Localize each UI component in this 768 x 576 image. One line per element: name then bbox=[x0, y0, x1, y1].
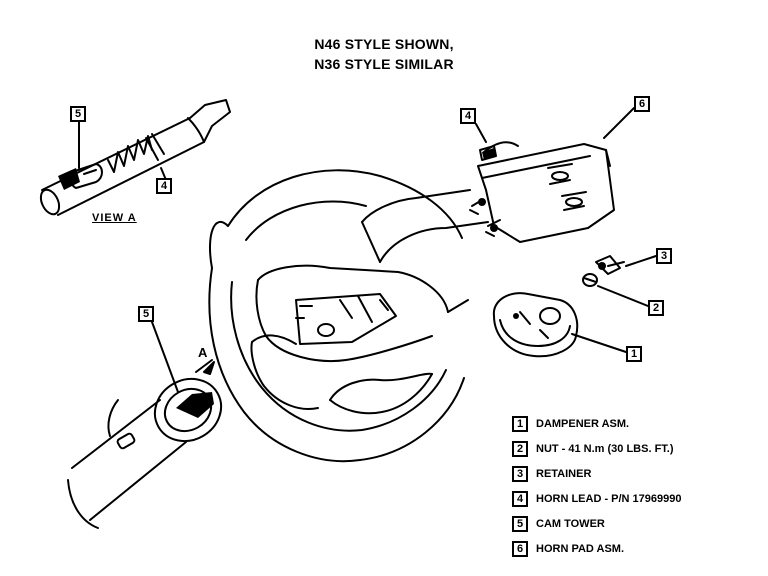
legend-label: DAMPENER ASM. bbox=[536, 417, 630, 430]
callout-nut: 2 bbox=[648, 300, 664, 316]
steering-wheel bbox=[208, 169, 489, 463]
callout-horn-lead: 4 bbox=[460, 108, 476, 124]
parts-legend: 1 DAMPENER ASM. 2 NUT - 41 N.m (30 LBS. … bbox=[512, 411, 762, 561]
legend-number: 2 bbox=[512, 440, 528, 457]
legend-number: 4 bbox=[512, 490, 528, 507]
callout-cam-tower: 5 bbox=[138, 306, 154, 322]
legend-label: HORN PAD ASM. bbox=[536, 542, 624, 555]
diagram-title-line-1: N46 STYLE SHOWN, bbox=[314, 36, 454, 52]
legend-item: 2 NUT - 41 N.m (30 LBS. FT.) bbox=[512, 436, 762, 461]
callout-horn-pad: 6 bbox=[634, 96, 650, 112]
legend-item: 4 HORN LEAD - P/N 17969990 bbox=[512, 486, 762, 511]
view-a-arrow-label: A bbox=[198, 345, 208, 360]
legend-item: 1 DAMPENER ASM. bbox=[512, 411, 762, 436]
legend-label: HORN LEAD - P/N 17969990 bbox=[536, 492, 682, 505]
legend-label: RETAINER bbox=[536, 467, 592, 480]
callout-dampener: 1 bbox=[626, 346, 642, 362]
callout-horn-lead-view-a: 4 bbox=[156, 178, 172, 194]
legend-label: NUT - 41 N.m (30 LBS. FT.) bbox=[536, 442, 674, 455]
view-a-label: VIEW A bbox=[92, 212, 137, 224]
diagram-title-line-2: N36 STYLE SIMILAR bbox=[314, 56, 454, 72]
legend-item: 3 RETAINER bbox=[512, 461, 762, 486]
legend-label: CAM TOWER bbox=[536, 517, 605, 530]
callout-retainer: 3 bbox=[656, 248, 672, 264]
legend-number: 1 bbox=[512, 415, 528, 432]
legend-item: 5 CAM TOWER bbox=[512, 511, 762, 536]
legend-number: 5 bbox=[512, 515, 528, 532]
legend-item: 6 HORN PAD ASM. bbox=[512, 536, 762, 561]
callout-cam-tower-view-a: 5 bbox=[70, 106, 86, 122]
steering-column bbox=[67, 321, 223, 529]
legend-number: 3 bbox=[512, 465, 528, 482]
view-a-detail bbox=[39, 99, 231, 216]
legend-number: 6 bbox=[512, 540, 528, 557]
horn-pad bbox=[469, 141, 615, 243]
dampener-assembly bbox=[492, 255, 625, 358]
